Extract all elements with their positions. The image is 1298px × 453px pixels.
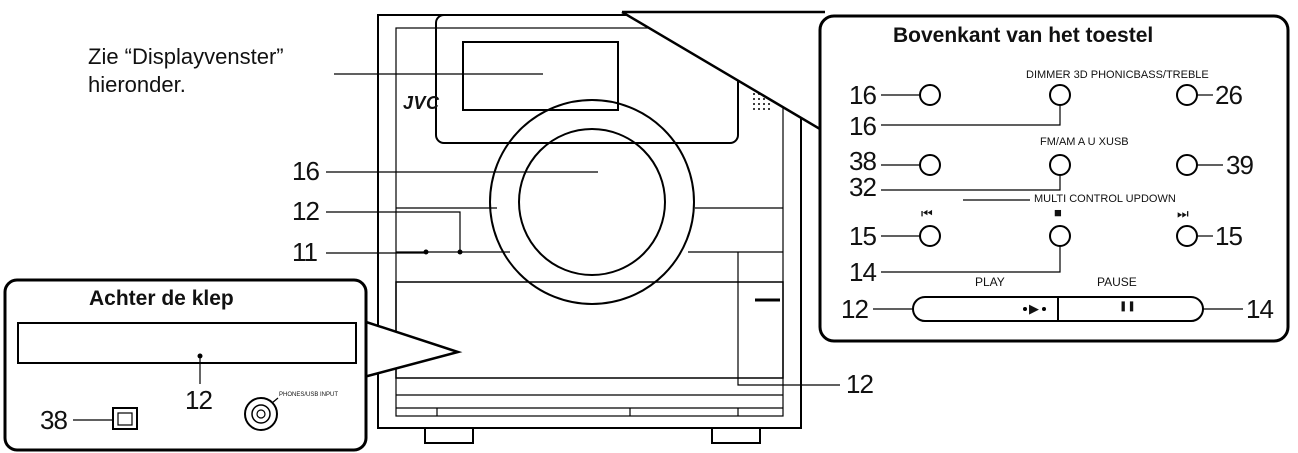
top-panel-title: Bovenkant van het toestel <box>893 24 1154 47</box>
foot-left <box>424 427 474 444</box>
multi-control-knob <box>489 99 695 305</box>
intro-line-1: Zie “Displayvenster” <box>88 44 284 69</box>
label-row-2: FM/AM A U XUSB <box>1040 136 1129 148</box>
ref-r1-center: 16 <box>849 111 877 141</box>
ref-indicator: 11 <box>292 237 318 267</box>
cover-panel-title: Achter de klep <box>89 287 234 310</box>
label-pause: PAUSE <box>1097 275 1137 289</box>
ref-r2-left: 38 <box>849 146 877 176</box>
ref-disc: 12 <box>185 385 213 415</box>
ref-tray: 12 <box>846 369 874 399</box>
ref-r2-right: 39 <box>1226 150 1254 180</box>
unit-inner-frame <box>395 27 784 417</box>
pause-icon: ❚❚ <box>1119 301 1136 312</box>
jvc-logo: JVC <box>403 93 440 113</box>
next-icon: ⏭ <box>1177 206 1189 221</box>
label-row-3: MULTI CONTROL UPDOWN <box>1034 193 1176 205</box>
play-icon: ▶ <box>1029 301 1039 316</box>
ref-r3-left: 15 <box>849 221 877 251</box>
ref-r1-right: 26 <box>1215 80 1243 110</box>
display-window <box>462 41 619 111</box>
ref-r1-left: 16 <box>849 80 877 110</box>
ref-r3-center: 14 <box>849 257 877 287</box>
stop-icon: ■ <box>1054 205 1062 220</box>
ref-r4-right: 14 <box>1246 294 1274 324</box>
ref-knob-side: 12 <box>292 196 320 226</box>
ref-r2-center: 32 <box>849 172 877 202</box>
ref-r3-right: 15 <box>1215 221 1243 251</box>
ref-usb: 38 <box>40 405 68 435</box>
label-row-1: DIMMER 3D PHONICBASS/TREBLE <box>1026 69 1209 81</box>
ref-knob: 16 <box>292 156 320 186</box>
multi-control-knob-inner <box>518 128 666 276</box>
intro-line-2: hieronder. <box>88 72 186 97</box>
usb-port-icon <box>112 407 138 430</box>
foot-right <box>711 427 761 444</box>
ref-r4-left: 12 <box>841 294 869 324</box>
socket-label: PHONES/USB INPUT <box>279 392 339 398</box>
label-play: PLAY <box>975 275 1005 289</box>
disc-slot <box>17 322 357 364</box>
phones-jack-icon <box>244 397 278 431</box>
front-cover <box>395 281 784 379</box>
top-panel-box <box>818 14 1290 343</box>
prev-icon: ⏮ <box>921 206 933 221</box>
